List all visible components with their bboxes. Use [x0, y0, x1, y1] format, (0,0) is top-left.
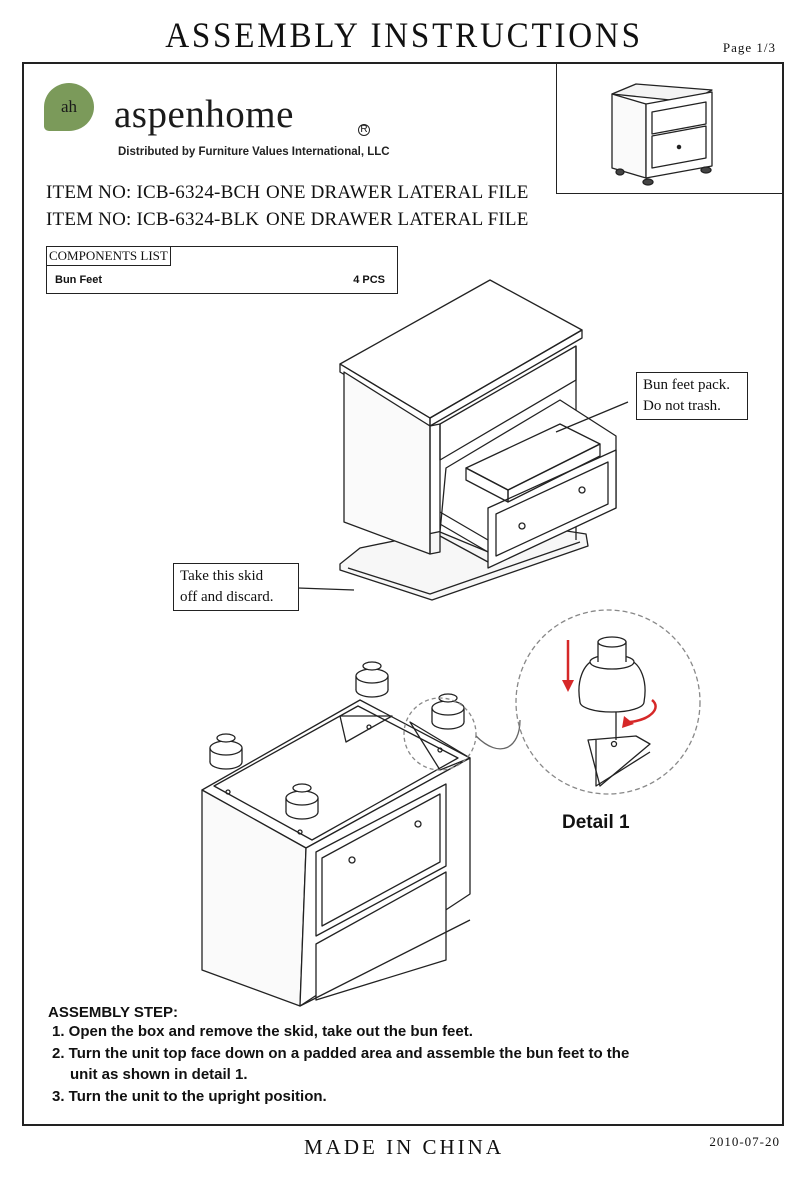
bun-foot-icon [209, 733, 243, 770]
logo-badge: ah [44, 83, 94, 131]
step-item: 1. Open the box and remove the skid, tak… [52, 1023, 473, 1040]
steps-title: ASSEMBLY STEP: [48, 1004, 179, 1021]
bun-foot-icon [285, 783, 319, 820]
detail-arrows [562, 640, 657, 728]
page-title: ASSEMBLY INSTRUCTIONS [165, 15, 643, 55]
page-number: Page 1/3 [722, 40, 776, 55]
thumbnail-cabinet-drawing [611, 83, 713, 186]
components-list: COMPONENTS LIST Bun Feet 4 PCS [46, 246, 398, 294]
step-item: 2. Turn the unit top face down on a padd… [52, 1045, 630, 1062]
upside-down-cabinet-drawing [201, 661, 521, 1007]
callout-line: Take this skid [180, 568, 264, 584]
bun-foot-icon [355, 661, 389, 698]
item-description: ONE DRAWER LATERAL FILE [266, 209, 529, 230]
document-date: 2010-07-20 [709, 1134, 780, 1149]
product-thumbnail-box [556, 63, 783, 194]
brand-name: aspenhome [114, 93, 294, 136]
item-number: ITEM NO: ICB-6324-BLK [46, 209, 260, 230]
detail-1-drawing [515, 609, 701, 795]
bun-feet-callout: Bun feet pack. Do not trash. [636, 372, 748, 420]
step-item: unit as shown in detail 1. [70, 1066, 248, 1083]
cabinet-with-skid-drawing [297, 279, 629, 601]
components-list-title: COMPONENTS LIST [47, 247, 171, 266]
component-row: Bun Feet 4 PCS [47, 271, 397, 291]
component-name: Bun Feet [55, 274, 103, 286]
callout-line: Do not trash. [643, 398, 721, 414]
callout-line: Bun feet pack. [643, 377, 731, 393]
callout-line: off and discard. [180, 589, 274, 605]
distributor-line: Distributed by Furniture Values Internat… [118, 146, 390, 158]
component-qty: 4 PCS [353, 274, 385, 286]
content-frame [22, 62, 784, 1126]
item-description: ONE DRAWER LATERAL FILE [266, 182, 529, 203]
bun-foot-icon [431, 693, 465, 730]
skid-callout: Take this skid off and discard. [173, 563, 299, 611]
item-number: ITEM NO: ICB-6324-BCH [46, 182, 261, 203]
detail-label: Detail 1 [562, 812, 630, 833]
made-in-label: MADE IN CHINA [304, 1135, 504, 1159]
step-item: 3. Turn the unit to the upright position… [52, 1088, 327, 1105]
registered-mark: R [358, 124, 370, 136]
